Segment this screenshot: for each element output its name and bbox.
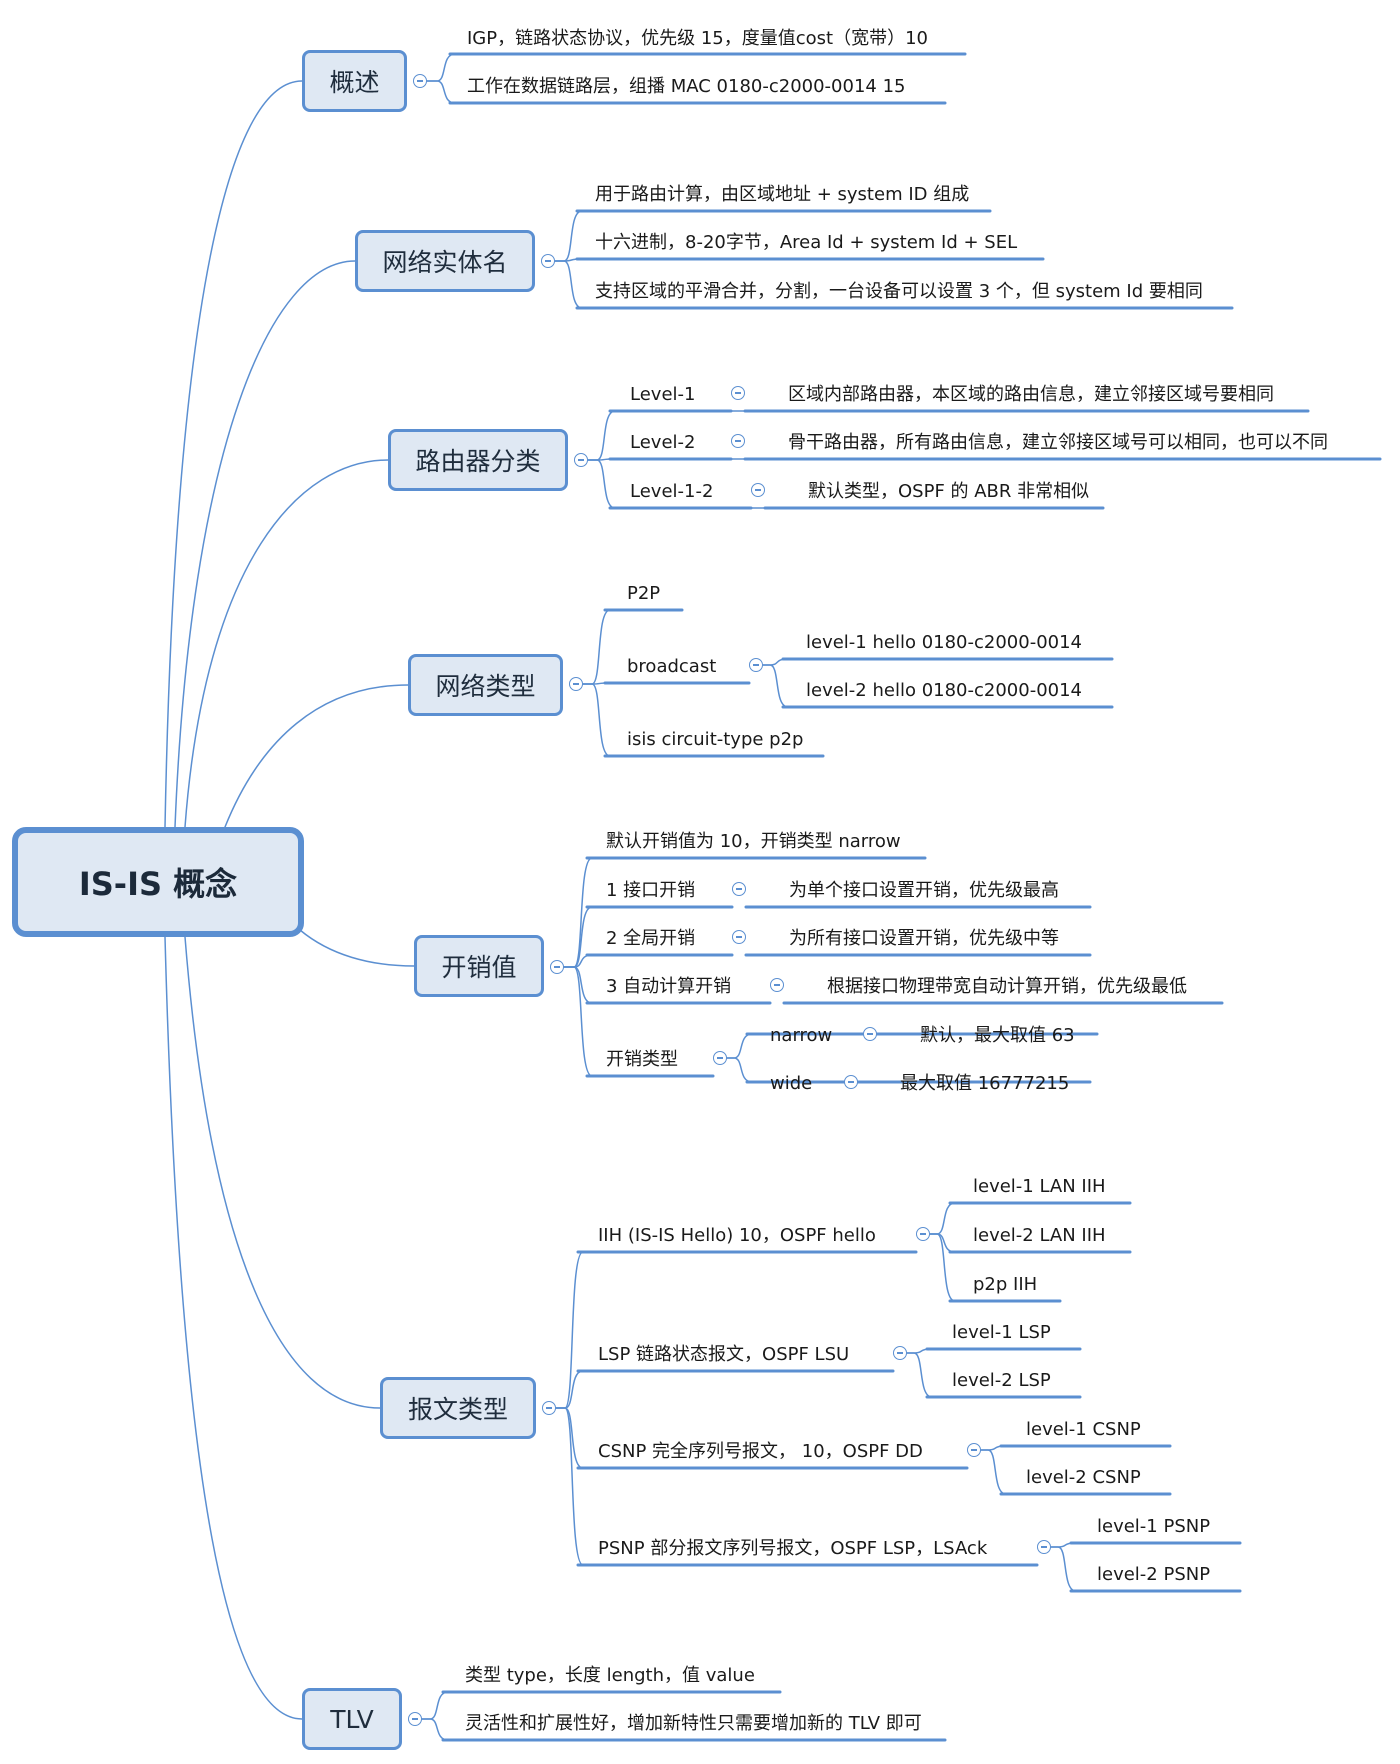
nettype-broadcast: broadcast [627, 656, 717, 677]
cost-interface-collapse-icon[interactable] [732, 882, 746, 896]
cost-type-wide: wide [770, 1073, 813, 1094]
router-level2-detail: 骨干路由器，所有路由信息，建立邻接区域号可以相同，也可以不同 [788, 432, 1328, 453]
router-level12-detail: 默认类型，OSPF 的 ABR 非常相似 [808, 481, 1090, 502]
pdu-psnp-item-1: level-1 PSNP [1097, 1516, 1211, 1537]
pdu-csnp-item-2: level-2 CSNP [1026, 1467, 1141, 1488]
router-level1-label: Level-1 [630, 384, 696, 405]
pdu-csnp-label: CSNP 完全序列号报文， 10，OSPF DD [598, 1441, 923, 1462]
broadcast-collapse-icon[interactable] [749, 658, 763, 672]
cost-type-narrow-detail: 默认，最大取值 63 [920, 1025, 1075, 1046]
root-link-pdu-type [184, 936, 381, 1409]
pdu-iih-label: IIH (IS-IS Hello) 10，OSPF hello [598, 1225, 876, 1246]
pdu-lsp-item-1: level-1 LSP [952, 1322, 1051, 1343]
pdu-type-collapse-icon[interactable] [542, 1401, 556, 1415]
broadcast-item-1: level-1 hello 0180-c2000-0014 [806, 632, 1083, 653]
root-node[interactable]: IS-IS 概念 [12, 827, 304, 937]
psnp-collapse-icon[interactable] [1037, 1540, 1051, 1554]
overview-node[interactable]: 概述 [302, 50, 407, 112]
tlv-collapse-icon[interactable] [408, 1712, 422, 1726]
cost-type-wide-detail: 最大取值 16777215 [900, 1073, 1070, 1094]
pdu-branch-1 [555, 1370, 894, 1409]
csnp-collapse-icon[interactable] [967, 1443, 981, 1457]
pdu-branch-0 [555, 1251, 917, 1409]
level2-collapse-icon[interactable] [731, 434, 745, 448]
net-entity-collapse-icon[interactable] [541, 254, 555, 268]
pdu-lsp-item-2: level-2 LSP [952, 1370, 1051, 1391]
net-item-1: 用于路由计算，由区域地址 + system ID 组成 [595, 184, 970, 205]
cost-interface-label: 1 接口开销 [606, 880, 696, 901]
nettype-command: isis circuit-type p2p [627, 729, 804, 750]
level1-collapse-icon[interactable] [731, 386, 745, 400]
cost-type-collapse-icon[interactable] [713, 1051, 727, 1065]
root-link-router-class [184, 459, 389, 828]
root-link-overview [164, 80, 303, 828]
level12-collapse-icon[interactable] [751, 483, 765, 497]
pdu-csnp-item-1: level-1 CSNP [1026, 1419, 1141, 1440]
network-type-node[interactable]: 网络类型 [408, 654, 563, 716]
tlv-item-1: 类型 type，长度 length，值 value [465, 1665, 755, 1686]
overview-item-1: IGP，链路状态协议，优先级 15，度量值cost（宽带）10 [467, 28, 928, 49]
tlv-item-2: 灵活性和扩展性好，增加新特性只需要增加新的 TLV 即可 [465, 1713, 922, 1734]
cost-auto-label: 3 自动计算开销 [606, 976, 732, 997]
net-entity-node[interactable]: 网络实体名 [355, 230, 535, 292]
narrow-collapse-icon[interactable] [863, 1027, 877, 1041]
iih-collapse-icon[interactable] [916, 1227, 930, 1241]
router-class-node[interactable]: 路由器分类 [388, 429, 568, 491]
pdu-iih-item-3: p2p IIH [973, 1274, 1038, 1295]
cost-global-detail: 为所有接口设置开销，优先级中等 [789, 928, 1059, 949]
cost-collapse-icon[interactable] [550, 960, 564, 974]
pdu-psnp-item-2: level-2 PSNP [1097, 1564, 1211, 1585]
root-link-net-entity [174, 260, 356, 828]
nettype-p2p: P2P [627, 583, 661, 604]
root-link-cost [299, 929, 415, 967]
pdu-type-node[interactable]: 报文类型 [380, 1377, 536, 1439]
router-level1-detail: 区域内部路由器，本区域的路由信息，建立邻接区域号要相同 [788, 384, 1274, 405]
cost-branch-2 [563, 954, 733, 968]
cost-global-collapse-icon[interactable] [732, 930, 746, 944]
broadcast-item-2: level-2 hello 0180-c2000-0014 [806, 680, 1083, 701]
cost-node[interactable]: 开销值 [414, 935, 544, 997]
cost-auto-detail: 根据接口物理带宽自动计算开销，优先级最低 [827, 976, 1187, 997]
pdu-iih-item-1: level-1 LAN IIH [973, 1176, 1106, 1197]
cost-type-label: 开销类型 [606, 1049, 678, 1070]
network-type-collapse-icon[interactable] [569, 677, 583, 691]
pdu-psnp-label: PSNP 部分报文序列号报文，OSPF LSP，LSAck [598, 1538, 988, 1559]
pdu-iih-item-2: level-2 LAN IIH [973, 1225, 1106, 1246]
cost-global-label: 2 全局开销 [606, 928, 696, 949]
cost-default: 默认开销值为 10，开销类型 narrow [606, 831, 901, 852]
wide-collapse-icon[interactable] [844, 1075, 858, 1089]
router-class-collapse-icon[interactable] [574, 453, 588, 467]
net-item-2: 十六进制，8-20字节，Area Id + system Id + SEL [595, 232, 1018, 253]
net-item-3: 支持区域的平滑合并，分割，一台设备可以设置 3 个，但 system Id 要相… [595, 281, 1203, 302]
root-link-network-type [224, 684, 409, 828]
overview-collapse-icon[interactable] [413, 74, 427, 88]
cost-interface-detail: 为单个接口设置开销，优先级最高 [789, 880, 1059, 901]
cost-auto-collapse-icon[interactable] [770, 978, 784, 992]
tlv-node[interactable]: TLV [302, 1688, 402, 1750]
cost-type-narrow: narrow [770, 1025, 833, 1046]
overview-item-2: 工作在数据链路层，组播 MAC 0180-c2000-0014 15 [467, 76, 906, 97]
root-link-tlv [164, 936, 303, 1720]
router-level2-label: Level-2 [630, 432, 696, 453]
router-level12-label: Level-1-2 [630, 481, 714, 502]
cost-branch-0 [563, 857, 926, 968]
pdu-branch-3 [555, 1407, 1038, 1566]
pdu-lsp-label: LSP 链路状态报文，OSPF LSU [598, 1344, 850, 1365]
lsp-collapse-icon[interactable] [893, 1346, 907, 1360]
